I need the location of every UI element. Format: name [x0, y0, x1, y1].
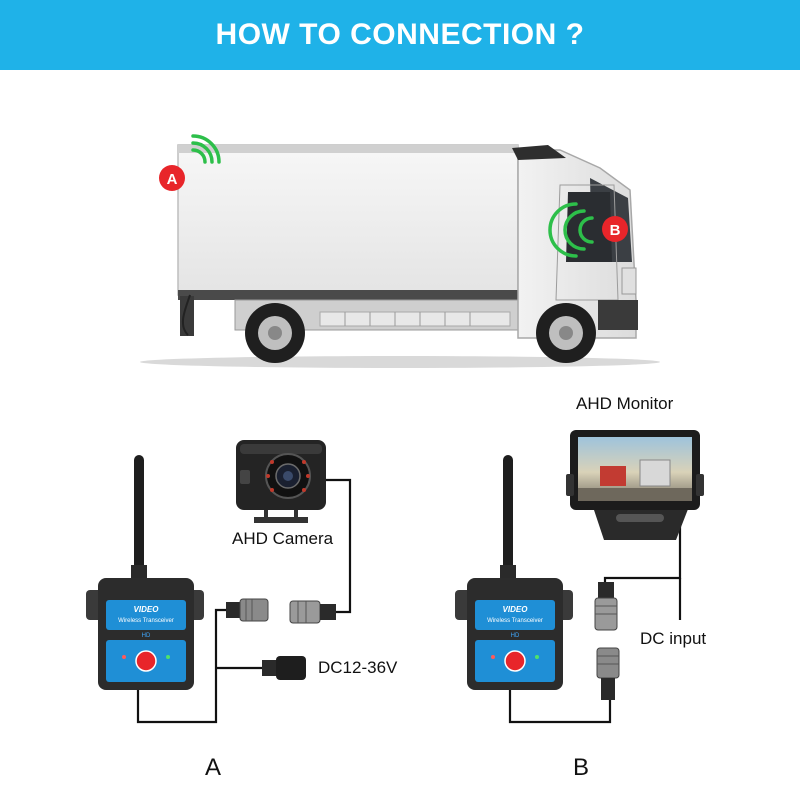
transceiver-a: VIDEO Wireless Transceiver HD [86, 578, 204, 690]
ahd-monitor-label: AHD Monitor [576, 394, 674, 413]
antenna-a [131, 455, 147, 579]
female-connector-a [289, 600, 336, 624]
truck [140, 144, 660, 368]
female-connector-b [594, 582, 618, 631]
male-connector-a [226, 598, 269, 622]
diagram-a-letter: A [205, 754, 222, 781]
svg-text:A: A [167, 171, 178, 188]
svg-text:B: B [610, 222, 621, 239]
svg-text:VIDEO: VIDEO [503, 605, 529, 614]
antenna-b [500, 455, 516, 579]
signal-a-icon [191, 134, 221, 164]
dc-input-label: DC input [640, 629, 707, 648]
front-wheel [536, 303, 596, 363]
svg-text:VIDEO: VIDEO [134, 605, 160, 614]
signal-b-icon [548, 202, 594, 258]
point-a-badge: A [159, 165, 185, 191]
rear-wheel [245, 303, 305, 363]
ahd-monitor [566, 430, 704, 540]
page-title: HOW TO CONNECTION ? [215, 18, 585, 51]
male-connector-b [596, 647, 620, 700]
power-jack-a [262, 656, 306, 680]
svg-text:HD: HD [511, 633, 520, 639]
svg-text:Wireless Transceiver: Wireless Transceiver [118, 618, 174, 624]
cargo-box [177, 144, 519, 296]
svg-text:Wireless Transceiver: Wireless Transceiver [487, 618, 543, 624]
wiring-b [508, 500, 682, 724]
header-banner: HOW TO CONNECTION ? [0, 0, 800, 70]
diagram-b-letter: B [573, 754, 590, 781]
dc12-36v-label: DC12-36V [318, 658, 398, 677]
transceiver-b: VIDEO Wireless Transceiver HD [455, 578, 573, 690]
ahd-camera-label: AHD Camera [232, 529, 334, 548]
wiring-a [136, 478, 352, 724]
ahd-camera [236, 440, 326, 523]
point-b-badge: B [602, 216, 628, 242]
svg-text:HD: HD [142, 633, 151, 639]
